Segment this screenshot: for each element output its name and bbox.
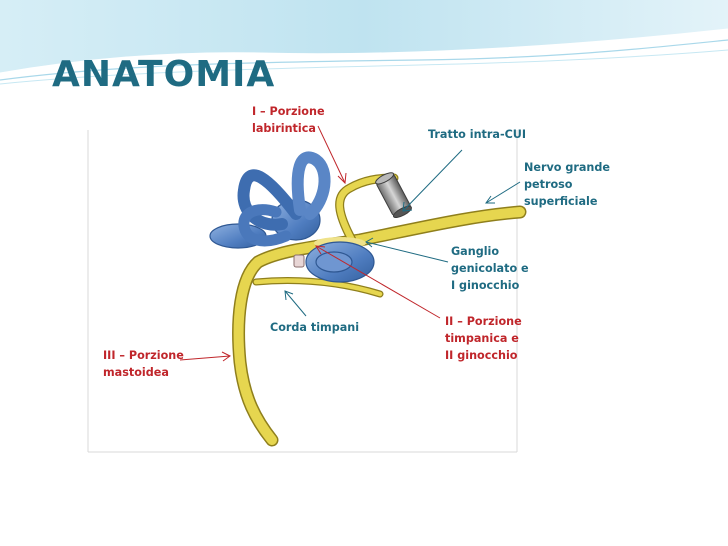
labyrinth	[209, 151, 375, 283]
arrow-ganglio-genicolato	[365, 237, 449, 263]
slide-title: ANATOMIA	[52, 54, 276, 95]
stapes	[293, 254, 305, 268]
arrow-nervo-grande-petroso	[485, 181, 521, 204]
arrow-porzione-timpanica	[315, 245, 441, 319]
label-porzione-labirintica: I – Porzione labirintica	[252, 105, 325, 135]
arrow-corda-timpani	[284, 290, 307, 317]
label-tratto-intra-cui: Tratto intra-CUI	[428, 128, 527, 141]
label-nervo-grande-petroso: Nervo grande petroso superficiale	[524, 161, 610, 208]
label-ganglio-genicolato: Ganglio genicolato e I ginocchio	[451, 245, 529, 292]
label-corda-timpani: Corda timpani	[270, 321, 360, 334]
arrow-porzione-mastoidea	[179, 351, 231, 362]
label-porzione-mastoidea: III – Porzione mastoidea	[103, 349, 184, 379]
arrow-porzione-labirintica	[317, 125, 347, 185]
header-wave-decoration	[0, 0, 728, 85]
cui-canal-cylinder	[375, 172, 412, 219]
label-porzione-timpanica: II – Porzione timpanica e II ginocchio	[445, 315, 522, 362]
arrow-tratto-intra-cui	[402, 149, 463, 212]
